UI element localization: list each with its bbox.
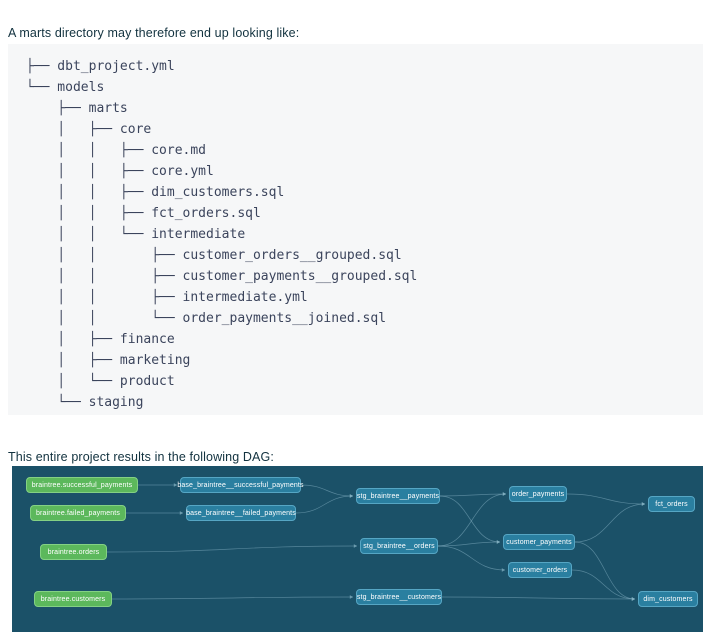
dag-edge-base_braintree__successful_payments-to-stg_braintree__payments — [300, 484, 354, 497]
dag-node-base_braintree__failed_payments[interactable]: base_braintree__failed_payments — [186, 505, 296, 521]
dag-arrowhead — [349, 494, 353, 498]
dag-edge-stg_braintree__orders-to-order_payments — [437, 493, 507, 547]
dag-node-label: braintree.successful_payments — [31, 481, 133, 489]
dag-node-label: customer_orders — [512, 566, 568, 574]
dag-node-base_braintree__successful_payments[interactable]: base_braintree__successful_payments — [177, 477, 304, 493]
dag-arrowhead — [496, 540, 500, 544]
dag-edge-stg_braintree__orders-to-customer_payments — [437, 541, 501, 547]
dag-edge-customer_payments-to-fct_orders — [574, 503, 646, 543]
dag-arrowhead — [631, 597, 635, 601]
dag-node-stg_braintree__orders[interactable]: stg_braintree__orders — [360, 538, 438, 554]
dag-node-label: stg_braintree__customers — [356, 593, 442, 601]
dag-node-dim_customers[interactable]: dim_customers — [638, 591, 698, 607]
dag-arrowhead — [501, 568, 505, 572]
dag-node-label: dim_customers — [643, 595, 693, 603]
dag-node-label: stg_braintree__payments — [356, 492, 440, 500]
dag-node-stg_braintree__customers[interactable]: stg_braintree__customers — [356, 589, 442, 605]
dag-node-label: braintree.customers — [40, 595, 106, 603]
dag-edge-stg_braintree__orders-to-customer_orders — [437, 545, 506, 571]
dag-arrowhead — [173, 483, 177, 487]
dag-edge-braintree_orders-to-stg_braintree__orders — [106, 545, 358, 553]
dag-node-stg_braintree__payments[interactable]: stg_braintree__payments — [356, 488, 440, 504]
dag-edge-base_braintree__failed_payments-to-stg_braintree__payments — [295, 495, 354, 514]
dag-node-label: stg_braintree__orders — [363, 542, 435, 550]
dag-edge-braintree_customers-to-stg_braintree__customers — [111, 596, 354, 600]
dag-node-braintree_orders[interactable]: braintree.orders — [40, 544, 107, 560]
dag-paragraph: This entire project results in the follo… — [8, 449, 274, 464]
directory-tree-text: ├── dbt_project.yml └── models ├── marts… — [26, 59, 418, 410]
dag-edge-order_payments-to-fct_orders — [566, 493, 646, 505]
dag-node-label: order_payments — [511, 490, 565, 498]
dag-edge-stg_braintree__payments-to-customer_payments — [439, 495, 501, 543]
directory-tree-code-block: ├── dbt_project.yml └── models ├── marts… — [8, 44, 703, 415]
dag-arrowhead — [502, 492, 506, 496]
dag-node-order_payments[interactable]: order_payments — [509, 486, 567, 502]
dag-node-braintree_customers[interactable]: braintree.customers — [34, 591, 112, 607]
dag-node-label: braintree.orders — [47, 548, 100, 556]
dag-arrowhead — [641, 502, 645, 506]
dag-node-label: fct_orders — [655, 500, 688, 508]
dag-node-customer_payments[interactable]: customer_payments — [503, 534, 575, 550]
dag-edge-customer_payments-to-dim_customers — [574, 541, 636, 600]
dag-arrowhead — [353, 544, 357, 548]
dag-node-label: base_braintree__successful_payments — [177, 481, 304, 489]
dag-node-label: customer_payments — [506, 538, 572, 546]
dag-edge-stg_braintree__customers-to-dim_customers — [441, 596, 636, 600]
dag-node-braintree_failed_payments[interactable]: braintree.failed_payments — [30, 505, 126, 521]
dag-arrowhead — [179, 511, 183, 515]
intro-paragraph: A marts directory may therefore end up l… — [8, 25, 300, 40]
dag-edge-stg_braintree__payments-to-order_payments — [439, 493, 507, 497]
dag-node-label: base_braintree__failed_payments — [186, 509, 296, 517]
dag-node-fct_orders[interactable]: fct_orders — [648, 496, 695, 512]
dag-figure: braintree.successful_payments braintree.f… — [12, 466, 703, 632]
dag-node-label: braintree.failed_payments — [35, 509, 121, 517]
dag-arrowhead — [349, 595, 353, 599]
dag-edge-customer_orders-to-dim_customers — [571, 569, 636, 600]
dag-node-customer_orders[interactable]: customer_orders — [508, 562, 572, 578]
dag-node-braintree_successful_payments[interactable]: braintree.successful_payments — [26, 477, 138, 493]
dag-edge-layer — [106, 483, 646, 601]
